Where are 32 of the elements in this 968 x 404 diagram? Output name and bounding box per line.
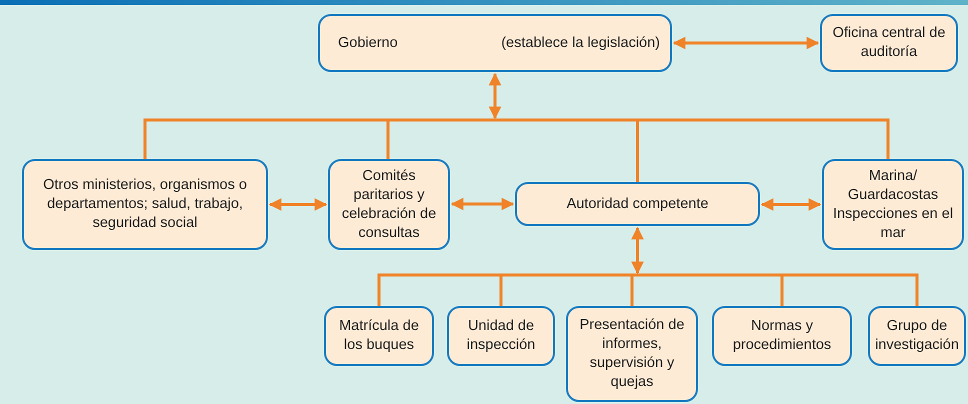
connector-line [386, 118, 495, 159]
connector-line [638, 274, 918, 306]
box-label: (establece la legislación) [501, 34, 660, 52]
process-box [820, 14, 958, 72]
box-label: Marina/ Guardacostas Inspecciones en el mar [832, 166, 954, 242]
process-box [447, 306, 555, 366]
connector-line [495, 118, 890, 159]
process-box [515, 182, 760, 226]
process-box [712, 306, 852, 366]
process-box [318, 14, 672, 72]
connector-line [760, 198, 822, 211]
double-arrow [631, 226, 644, 274]
process-box [868, 306, 966, 366]
process-box [566, 306, 698, 402]
box-label: Normas y procedimientos [732, 317, 832, 355]
box-label: Gobierno [338, 34, 398, 52]
process-box [822, 159, 964, 250]
box-label: Comités paritarios y celebración de consultas [340, 166, 438, 242]
process-box [328, 159, 450, 250]
connector-line [268, 198, 328, 211]
process-box [324, 306, 434, 366]
connector-line [450, 198, 514, 210]
box-label: Grupo de investigación [874, 317, 960, 355]
box-label: Autoridad competente [566, 194, 708, 214]
box-label: Oficina central de auditoría [832, 24, 946, 62]
box-label: Presentación de informes, supervisión y quejas [578, 316, 686, 392]
process-box [22, 159, 268, 250]
box-label: Matrícula de los buques [338, 317, 420, 355]
double-arrow [488, 72, 502, 120]
box-label: Otros ministerios, organismos o departamentos; salud, trabajo, seguridad social [42, 176, 248, 233]
box-label: Unidad de inspección [466, 317, 536, 355]
connector-line [672, 36, 820, 50]
